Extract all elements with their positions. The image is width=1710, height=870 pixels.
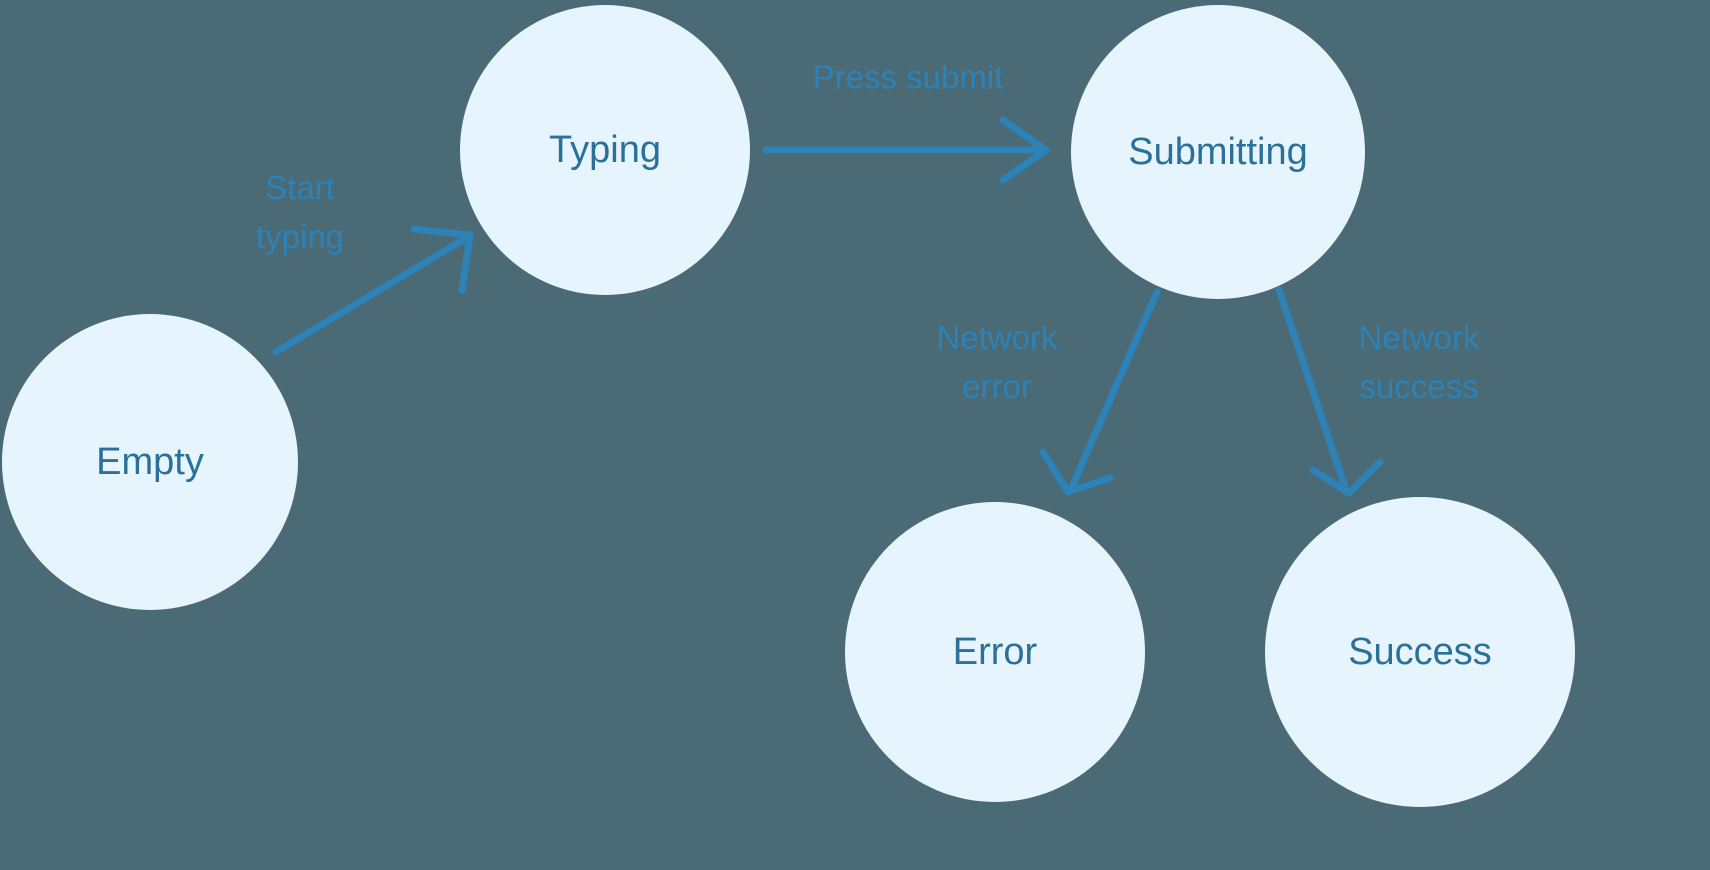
arrowhead-icon-submitting-to-error	[1039, 448, 1114, 496]
edge-empty-to-typing	[272, 225, 474, 356]
edge-line-submitting-to-success	[1275, 286, 1349, 491]
edge-label-line: Network	[936, 319, 1058, 356]
node-submitting[interactable]: Submitting	[1071, 5, 1365, 299]
edge-label-empty-to-typing: Start typing	[256, 169, 344, 255]
node-label-error: Error	[953, 631, 1038, 673]
edge-label-line: error	[962, 368, 1032, 405]
node-label-submitting: Submitting	[1128, 131, 1308, 173]
node-circle-success[interactable]	[1265, 497, 1575, 807]
edge-submitting-to-error	[1039, 288, 1161, 496]
edge-submitting-to-success	[1275, 286, 1384, 497]
node-label-empty: Empty	[96, 441, 204, 483]
edge-typing-to-submitting	[762, 116, 1050, 184]
node-label-success: Success	[1348, 631, 1492, 673]
node-success[interactable]: Success	[1265, 497, 1575, 807]
edge-label-line: Network	[1358, 319, 1480, 356]
arrowhead-icon-submitting-to-success	[1309, 458, 1384, 497]
node-circle-typing[interactable]	[460, 5, 750, 295]
edge-label-line: typing	[256, 218, 344, 255]
node-typing[interactable]: Typing	[460, 5, 750, 295]
node-circle-error[interactable]	[845, 502, 1145, 802]
arrowhead-icon-empty-to-typing	[410, 225, 474, 294]
edge-label-submitting-to-error: Network error	[936, 319, 1058, 405]
node-label-typing: Typing	[549, 129, 661, 171]
node-empty[interactable]: Empty	[2, 314, 298, 610]
edges-layer	[272, 116, 1384, 497]
edge-label-line: Start	[265, 169, 335, 206]
edge-line-empty-to-typing	[272, 234, 470, 356]
node-circle-submitting[interactable]	[1071, 5, 1365, 299]
edge-label-submitting-to-success: Network success	[1358, 319, 1480, 405]
edge-label-typing-to-submitting: Press submit	[813, 59, 1004, 96]
node-circle-empty[interactable]	[2, 314, 298, 610]
node-error[interactable]: Error	[845, 502, 1145, 802]
edge-label-line: success	[1359, 368, 1478, 405]
edge-line-submitting-to-error	[1068, 288, 1161, 491]
edge-label-line: Press submit	[813, 59, 1004, 96]
arrowhead-icon-typing-to-submitting	[999, 116, 1050, 184]
